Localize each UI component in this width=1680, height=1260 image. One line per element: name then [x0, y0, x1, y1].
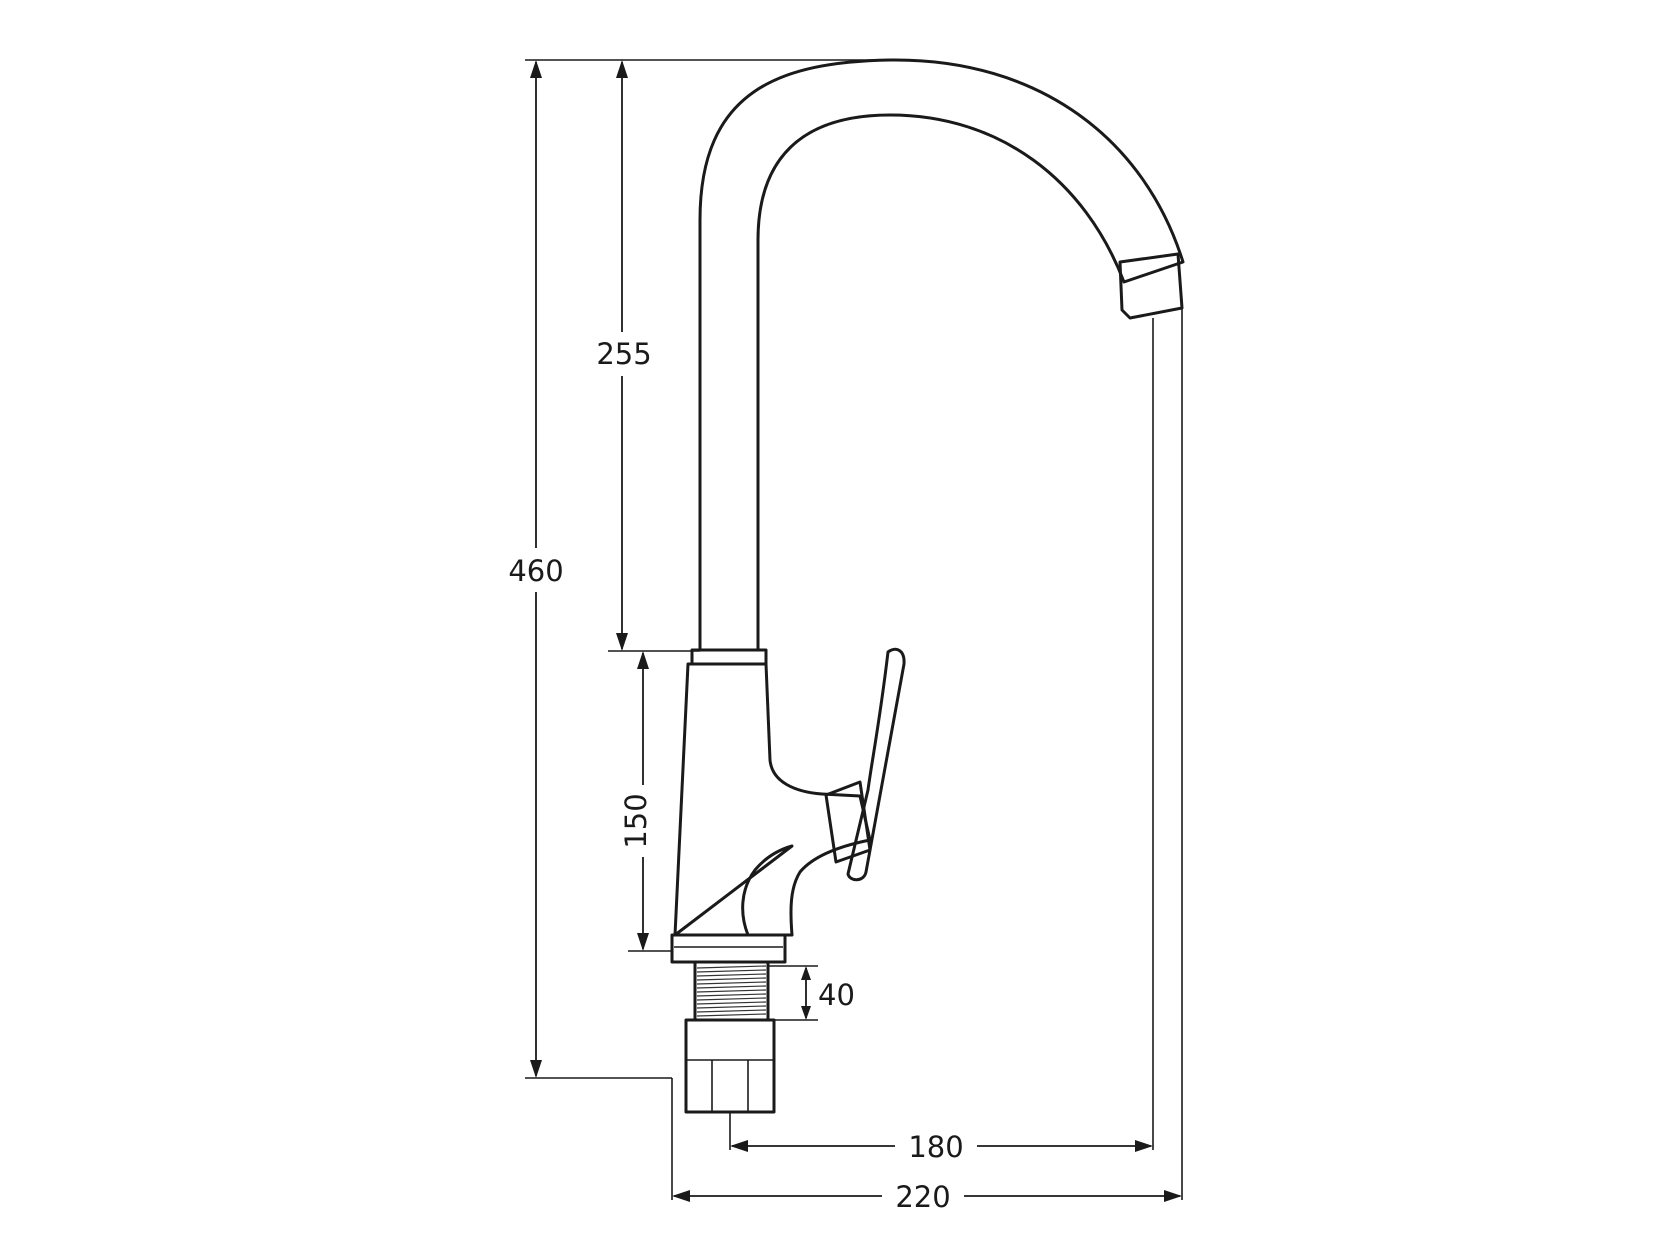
thread-line [696, 977, 767, 981]
thread-line [696, 969, 767, 973]
lever-hub [824, 780, 872, 864]
spout-aerator [1118, 252, 1184, 320]
thread-line [696, 1009, 767, 1013]
thread-line [696, 1013, 767, 1017]
thread-line [696, 981, 767, 985]
lever-handle [846, 647, 906, 882]
thread-line [696, 985, 767, 989]
thread-line [696, 1005, 767, 1009]
thread-line [696, 973, 767, 977]
spout [698, 58, 1185, 652]
dim-total-height: 460 [500, 59, 890, 1079]
dim-total-width: 220 [672, 1176, 1182, 1216]
thread-line [696, 989, 767, 993]
dim-label-220: 220 [895, 1180, 950, 1214]
thread-lines [696, 965, 767, 1017]
faucet-outline [670, 58, 1185, 1150]
dim-body-height: 150 [619, 651, 672, 952]
dim-label-180: 180 [908, 1130, 963, 1164]
dim-spout-reach: 180 [730, 1126, 1153, 1166]
dim-label-150: 150 [619, 793, 653, 848]
thread-line [696, 993, 767, 997]
dim-label-255: 255 [596, 337, 651, 371]
dim-spout-height: 255 [586, 60, 700, 652]
reference-lines [671, 300, 1183, 1200]
thread-line [696, 997, 767, 1001]
dim-label-460: 460 [508, 554, 563, 588]
spout-collar [690, 648, 768, 666]
dim-label-40: 40 [818, 978, 855, 1012]
faucet-body [673, 662, 872, 937]
mounting-nut [684, 1018, 776, 1114]
dim-thread-length: 40 [768, 965, 855, 1021]
base-flange [670, 933, 787, 964]
thread-line [696, 965, 767, 969]
thread-line [696, 1001, 767, 1005]
